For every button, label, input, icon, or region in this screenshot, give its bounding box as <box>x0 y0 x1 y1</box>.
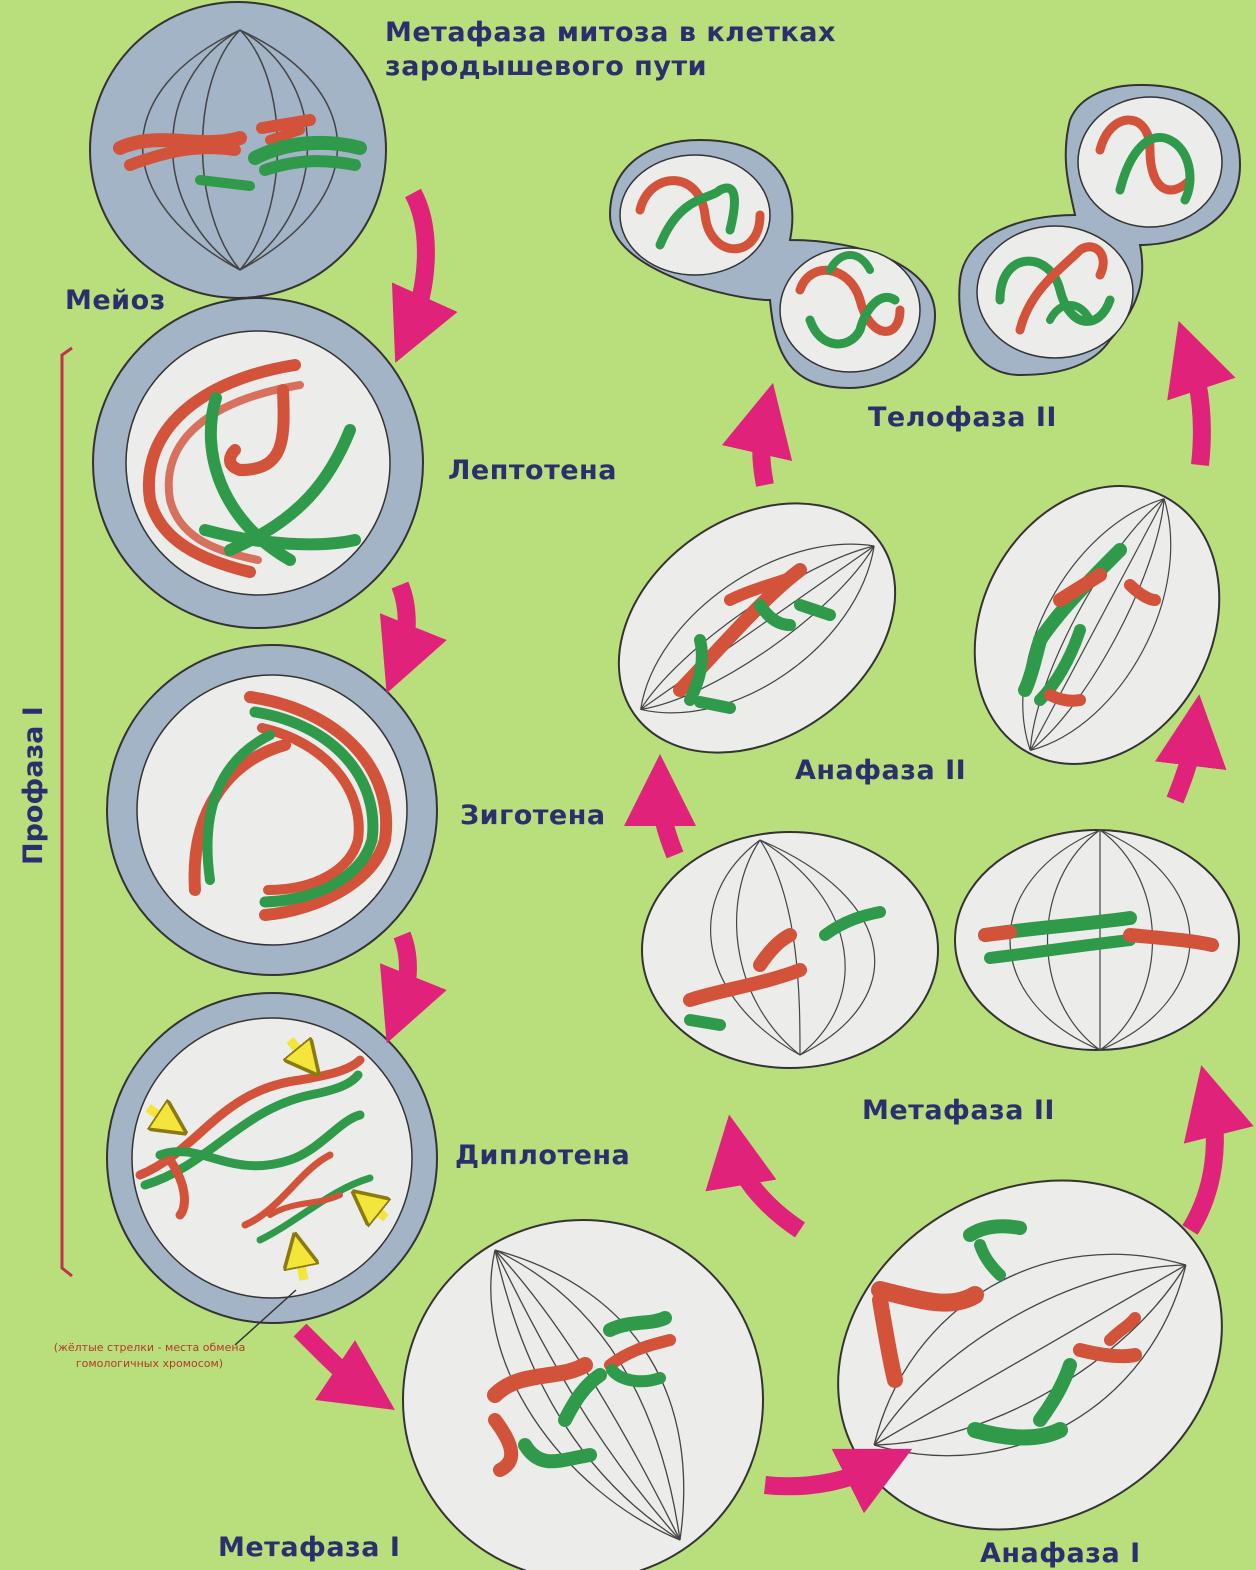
diplotene-cell <box>107 993 437 1345</box>
arrow-leptotene-to-zygotene <box>400 585 407 660</box>
zygotene-cell <box>107 645 437 975</box>
arrow-anaphase2-to-telophase2-right <box>1190 355 1202 465</box>
arrow-metaphase1-to-anaphase1 <box>765 1465 880 1486</box>
exchange-note: (жёлтые стрелки - места обмена гомологич… <box>12 1340 287 1372</box>
arrow-metaphase2-to-anaphase2-right <box>1175 730 1195 800</box>
leptotene-cell <box>93 298 423 628</box>
label-anaphase1: Анафаза I <box>980 1538 1141 1569</box>
arrow-diplotene-to-metaphase1 <box>300 1330 365 1390</box>
arrow-anaphase1-to-metaphase2-left <box>735 1150 800 1230</box>
label-telophase2: Телофаза II <box>868 402 1057 433</box>
telophase2-right-cells <box>959 85 1240 375</box>
label-metaphase2: Метафаза II <box>862 1095 1055 1126</box>
label-meiosis: Мейоз <box>65 285 166 316</box>
anaphase2-cell-right <box>927 443 1256 807</box>
label-leptotene: Лептотена <box>448 455 617 486</box>
telophase2-left-cells <box>610 140 935 388</box>
arrow-metaphase2-to-anaphase2-left <box>660 790 675 855</box>
arrow-zygotene-to-diplotene <box>400 935 408 1010</box>
anaphase2-cell-left <box>571 452 943 804</box>
label-prophase1: Профаза I <box>18 706 49 865</box>
arrow-germline-to-leptotene <box>410 193 426 330</box>
anaphase1-cell <box>774 1112 1256 1570</box>
diagram-title: Метафаза митоза в клетках зародышевого п… <box>385 16 836 84</box>
label-zygotene: Зиготена <box>460 800 606 831</box>
label-diplotene: Диплотена <box>455 1140 630 1171</box>
metaphase2-cell-left <box>642 832 938 1068</box>
metaphase2-cell-right <box>955 830 1239 1050</box>
arrow-anaphase1-to-metaphase2-right <box>1190 1100 1215 1230</box>
arrow-anaphase2-to-telophase2-left <box>761 418 765 485</box>
prophase-bracket <box>62 348 72 1276</box>
label-anaphase2: Анафаза II <box>795 755 966 786</box>
label-metaphase1: Метафаза I <box>218 1532 400 1563</box>
metaphase1-cell <box>403 1220 763 1570</box>
germline-metaphase-cell <box>90 2 386 298</box>
